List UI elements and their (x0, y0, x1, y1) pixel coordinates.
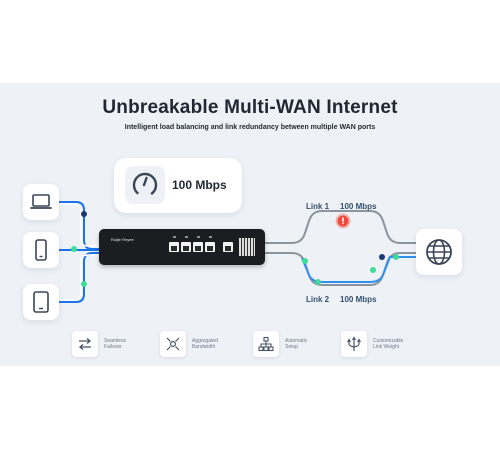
router-port (223, 242, 233, 252)
link2-speed: 100 Mbps (340, 295, 377, 304)
speed-value: 100 Mbps (172, 178, 227, 192)
client-line-laptop (59, 201, 100, 250)
router-port (205, 242, 215, 252)
client-line-tablet (59, 252, 100, 303)
feature-label: Link Weight (373, 344, 400, 350)
link1-speed: 100 Mbps (340, 202, 377, 211)
tablet-icon (23, 284, 59, 320)
diagram-panel: Unbreakable Multi-WAN Internet Intellige… (0, 83, 500, 366)
feature-label: Failover (104, 344, 122, 350)
aggregate-icon (160, 331, 186, 357)
link2-label: Link 2 (306, 295, 330, 304)
failover-arrows-icon (72, 331, 98, 357)
feature-label: Bandwidth (192, 344, 216, 350)
feature-label: Customizable (373, 338, 404, 344)
speedometer-icon (125, 166, 165, 204)
phone-icon (23, 232, 59, 268)
alert-icon (335, 213, 351, 229)
router-device: Ruijie Reyee (99, 229, 265, 265)
feature-aggregated-bandwidth: Aggregated Bandwidth (160, 331, 234, 357)
qr-code (239, 238, 255, 256)
router-port (169, 242, 179, 252)
page-title: Unbreakable Multi-WAN Internet (102, 97, 398, 118)
link2-active-line (301, 256, 416, 283)
network-tree-icon (253, 331, 279, 357)
feature-label: Seamless (104, 338, 126, 344)
feature-label: Setup (285, 344, 299, 350)
link-weight-icon (341, 331, 367, 357)
router-port (193, 242, 203, 252)
link1-line (265, 210, 416, 244)
feature-label: Automatic (285, 338, 308, 344)
globe-icon (416, 229, 462, 275)
feature-label: Aggregated (192, 338, 218, 344)
connection-lines (59, 201, 416, 303)
feature-automatic-setup: Automatic Setup (253, 331, 327, 357)
feature-list: Seamless Failover Aggregated Bandwidth (0, 331, 500, 361)
laptop-icon (23, 184, 59, 220)
router-brand: Ruijie Reyee (111, 237, 134, 242)
feature-seamless-failover: Seamless Failover (72, 331, 146, 357)
link1-label: Link 1 (306, 202, 330, 211)
speed-card: 100 Mbps (114, 158, 242, 213)
feature-customizable-link-weight: Customizable Link Weight (341, 331, 415, 357)
router-port (181, 242, 191, 252)
page-subtitle: Intelligent load balancing and link redu… (124, 124, 376, 131)
